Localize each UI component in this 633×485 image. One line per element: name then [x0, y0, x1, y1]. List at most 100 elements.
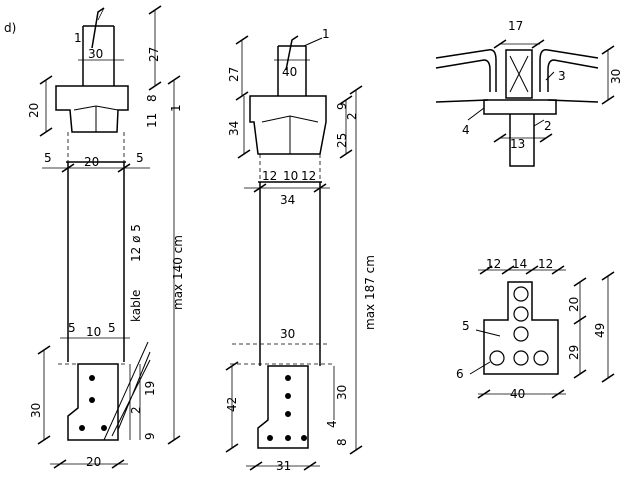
- tr-left-slab: [435, 48, 497, 92]
- tick: [501, 265, 515, 275]
- tick: [117, 163, 131, 173]
- left-side-5-right: 5: [136, 151, 144, 165]
- tick: [39, 75, 53, 85]
- left-bottom-5b: 5: [108, 321, 116, 335]
- tick: [235, 35, 249, 45]
- middle-head-tee: [261, 115, 319, 154]
- left-column-drawing: [37, 5, 181, 469]
- top-right-section-drawing: [435, 39, 615, 167]
- left-bottom-10: 10: [86, 325, 101, 339]
- middle-lower-dash: [230, 343, 332, 365]
- tr-dim-13-label: 13: [510, 137, 525, 151]
- left-marker-1: 1: [74, 31, 82, 45]
- tick: [573, 369, 587, 379]
- panel-label: d): [4, 21, 16, 35]
- tick: [573, 277, 587, 287]
- tr-stem: [509, 114, 535, 167]
- tick: [477, 389, 491, 399]
- br-marker-6: 6: [456, 367, 464, 381]
- middle-foot-30: 30: [335, 385, 349, 400]
- tick: [339, 149, 353, 159]
- br-hole-6: [533, 350, 549, 366]
- middle-lower-width: 30: [280, 327, 295, 341]
- tr-core: [505, 49, 533, 99]
- left-head-tee: [73, 105, 119, 132]
- middle-w-12b: 12: [301, 169, 316, 183]
- middle-dim-2: 2: [345, 112, 359, 120]
- bottom-right-section-drawing: [469, 265, 615, 399]
- left-top-stub: [82, 25, 115, 86]
- middle-head-block: [249, 95, 327, 155]
- left-leaders: [103, 341, 151, 441]
- middle-dim-25: 25: [335, 133, 349, 148]
- middle-top-stub: [277, 45, 307, 96]
- tick: [303, 461, 317, 471]
- br-hole-2: [513, 306, 529, 322]
- left-length-label: max 140 cm: [171, 235, 185, 310]
- left-hook-arrow: [97, 7, 105, 21]
- tick: [39, 127, 53, 137]
- tick: [601, 373, 615, 383]
- tr-dim-17-label: 17: [508, 19, 523, 33]
- tick: [551, 265, 565, 275]
- left-head-block: [55, 85, 129, 133]
- tick: [111, 459, 125, 469]
- left-bottom-5a: 5: [68, 321, 76, 335]
- left-head-height: 20: [27, 103, 41, 118]
- tick: [601, 95, 615, 105]
- tick: [167, 75, 181, 85]
- tick: [148, 81, 162, 91]
- left-top-width: 30: [88, 47, 103, 61]
- tick: [61, 163, 75, 173]
- middle-body-dashed: [259, 154, 321, 182]
- middle-top-width: 40: [282, 65, 297, 79]
- tick: [531, 39, 545, 49]
- middle-foot: [257, 365, 309, 449]
- br-width-40: 40: [510, 387, 525, 401]
- left-foot-hole-4: [101, 425, 107, 431]
- middle-top-height: 27: [227, 67, 241, 82]
- tick: [53, 459, 67, 469]
- middle-w-12a: 12: [262, 169, 277, 183]
- br-hole-5: [489, 350, 505, 366]
- tick: [249, 461, 263, 471]
- left-dim-foot: [129, 364, 141, 440]
- middle-foot-height: 42: [225, 397, 239, 412]
- br-hole-3: [513, 326, 529, 342]
- left-side-5-left: 5: [44, 151, 52, 165]
- br-hole-1: [513, 286, 529, 302]
- tick: [237, 149, 251, 159]
- br-dim-49-label: 49: [593, 323, 607, 338]
- tick: [253, 183, 267, 193]
- middle-foot-hole-4: [267, 435, 273, 441]
- tick: [313, 183, 327, 193]
- tr-right-slab: [539, 48, 599, 92]
- left-body: [67, 162, 125, 362]
- br-dim-29: 29: [567, 345, 581, 360]
- tr-core-hatch: [509, 55, 529, 93]
- tick: [37, 435, 51, 445]
- left-foot-19: 19: [143, 381, 157, 396]
- left-foot-2: 2: [129, 406, 143, 414]
- tick: [601, 271, 615, 281]
- left-cable-spec: 12 ø 5: [129, 224, 143, 262]
- left-dim-8-label: 8: [145, 94, 159, 102]
- middle-dim-9: 9: [335, 102, 349, 110]
- br-w-14: 14: [512, 257, 527, 271]
- br-w-12a: 12: [486, 257, 501, 271]
- tick: [349, 445, 363, 455]
- tr-marker-4: 4: [462, 123, 470, 137]
- left-foot-hole-2: [89, 397, 95, 403]
- left-foot-hole-3: [79, 425, 85, 431]
- left-cable-label: kable: [129, 290, 143, 322]
- tick: [525, 265, 539, 275]
- br-w-12b: 12: [538, 257, 553, 271]
- tick: [37, 345, 51, 355]
- tick: [339, 95, 353, 105]
- tr-marker-3: 3: [558, 69, 566, 83]
- left-foot-width: 20: [86, 455, 101, 469]
- left-top-height: 27: [147, 47, 161, 62]
- middle-body-width: 34: [280, 193, 295, 207]
- left-dim-1-label: 1: [169, 104, 183, 112]
- br-hole-4: [513, 350, 529, 366]
